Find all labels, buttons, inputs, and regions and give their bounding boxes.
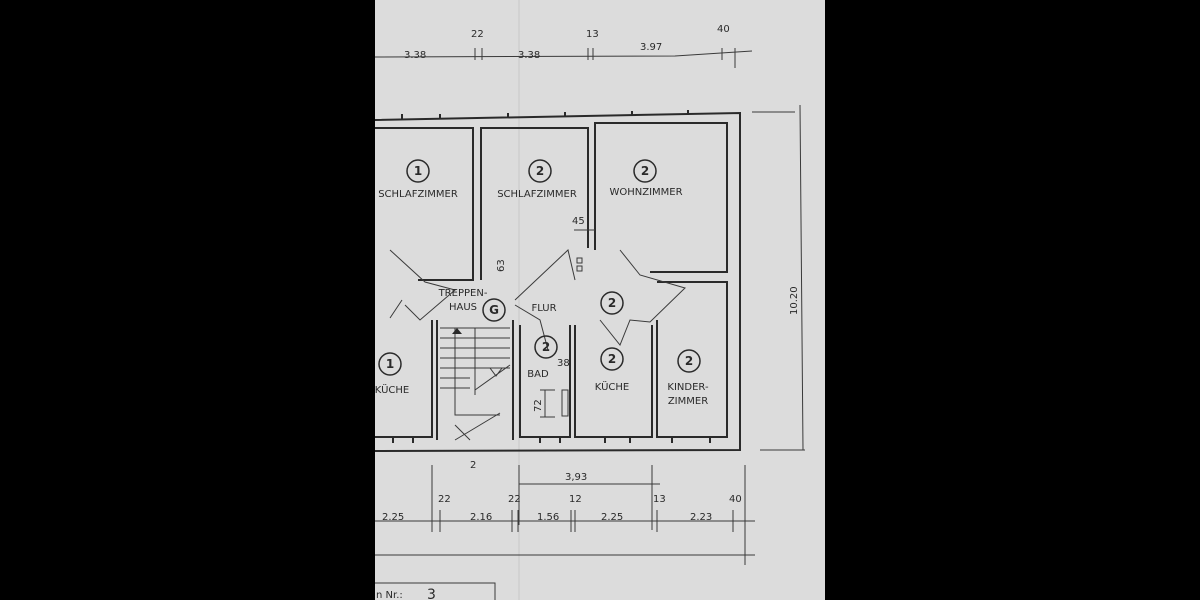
dimension-label: 3.38 <box>404 50 426 61</box>
room-name: WOHNZIMMER <box>609 187 682 198</box>
dimension-label: 40 <box>717 24 730 35</box>
unit-number: G <box>489 303 499 317</box>
unit-circle <box>528 159 552 183</box>
room-name: KINDER- <box>667 382 709 393</box>
unit-circle <box>633 159 657 183</box>
unit-number: 2 <box>608 352 616 366</box>
room-name: SCHLAFZIMMER <box>378 189 458 200</box>
dimension-label: 22 <box>438 494 451 505</box>
dimension-label: 40 <box>729 494 742 505</box>
dimension-label: 2.16 <box>470 512 492 523</box>
title-block-label: n Nr.: <box>376 590 403 600</box>
unit-circle <box>534 335 558 359</box>
unit-number: 2 <box>641 164 649 178</box>
dimension-label: 13 <box>653 494 666 505</box>
room-name: BAD <box>527 369 549 380</box>
unit-number: 2 <box>536 164 544 178</box>
unit-circle <box>600 347 624 371</box>
dimension-label: 2 <box>470 460 476 471</box>
unit-circle <box>406 159 430 183</box>
dimension-label: 2.25 <box>601 512 623 523</box>
bottom-dimension-lines: 2 3,93 2.25 22 2.16 22 1.56 12 2.25 13 2… <box>375 460 755 565</box>
dimension-label: 22 <box>508 494 521 505</box>
dimension-label: 1.56 <box>537 512 559 523</box>
dimension-label: 45 <box>572 216 585 227</box>
dimension-label: 2.23 <box>690 512 712 523</box>
dimension-label: 63 <box>496 259 507 272</box>
title-block-value: 3 <box>427 587 436 600</box>
title-block: n Nr.: 3 <box>375 582 496 600</box>
right-dimension-line: 10.20 <box>752 104 805 451</box>
room-name: KÜCHE <box>375 383 409 396</box>
dimension-label: 10.20 <box>789 286 800 315</box>
unit-circle <box>600 291 624 315</box>
room-name: FLUR <box>531 303 556 314</box>
unit-number: 2 <box>608 296 616 310</box>
room-name: SCHLAFZIMMER <box>497 189 577 200</box>
staircase <box>440 327 511 441</box>
dimension-label: 3,93 <box>565 472 587 483</box>
unit-circle <box>677 349 701 373</box>
room-name-line2: HAUS <box>449 302 477 313</box>
room-name-line2: ZIMMER <box>668 396 708 407</box>
unit-number: 2 <box>542 340 550 354</box>
unit-circle <box>482 298 506 322</box>
walls <box>374 110 741 452</box>
room-labels: 1SCHLAFZIMMER2SCHLAFZIMMER2WOHNZIMMERGTR… <box>375 159 709 407</box>
unit-circle <box>378 352 402 376</box>
closet: 45 63 38 72 <box>496 216 595 418</box>
floor-plan-paper <box>375 0 825 600</box>
dimension-label: 22 <box>471 29 484 40</box>
dimension-label: 12 <box>569 494 582 505</box>
dimension-label: 2.25 <box>382 512 404 523</box>
door-arrows <box>389 249 686 351</box>
dimension-label: 72 <box>533 399 544 412</box>
dimension-label: 3.38 <box>518 50 540 61</box>
unit-number: 2 <box>685 354 693 368</box>
room-name: TREPPEN- <box>438 288 488 299</box>
top-dimension-line: 3.38 22 3.38 13 3.97 40 <box>374 24 753 68</box>
room-name: KÜCHE <box>595 380 629 393</box>
dimension-label: 3.97 <box>640 42 662 53</box>
dimension-label: 38 <box>557 358 570 369</box>
unit-number: 1 <box>414 164 422 178</box>
unit-number: 1 <box>386 357 394 371</box>
dimension-label: 13 <box>586 29 599 40</box>
